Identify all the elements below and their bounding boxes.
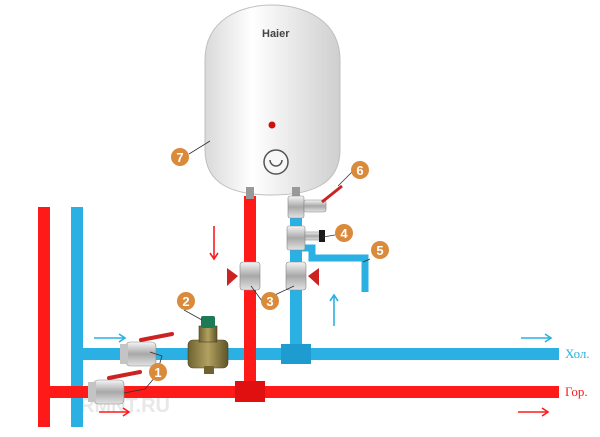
- marker-3: 3: [261, 292, 279, 310]
- brand-logo: Haier: [262, 28, 290, 40]
- marker-1: 1: [149, 363, 167, 381]
- shutoff-valve-hot-3: [227, 261, 261, 291]
- marker-5: 5: [371, 241, 389, 259]
- svg-text:6: 6: [356, 163, 363, 178]
- ball-valve-hot-1: [88, 370, 142, 405]
- marker-6: 6: [351, 161, 369, 179]
- svg-text:1: 1: [154, 365, 161, 380]
- shutoff-valve-cold-3: [285, 261, 319, 291]
- pressure-reducer-2: [187, 316, 229, 374]
- check-valve-4: [286, 225, 325, 251]
- marker-7: 7: [171, 148, 189, 166]
- water-heater-tank: Haier: [204, 4, 341, 199]
- indicator-light: [268, 121, 276, 129]
- hot-water-pipes: [38, 196, 559, 427]
- safety-valve-6: [287, 184, 343, 219]
- leader-lines: [123, 140, 371, 394]
- marker-2: 2: [177, 292, 195, 310]
- svg-text:3: 3: [266, 294, 273, 309]
- marker-4: 4: [335, 224, 353, 242]
- svg-text:7: 7: [176, 150, 183, 165]
- flow-arrows: [94, 226, 553, 417]
- svg-text:4: 4: [340, 226, 348, 241]
- svg-text:2: 2: [182, 294, 189, 309]
- hot-water-label: Гор.: [565, 384, 588, 399]
- thermostat-knob: [263, 149, 289, 175]
- svg-text:5: 5: [376, 243, 383, 258]
- cold-water-label: Хол.: [565, 346, 590, 361]
